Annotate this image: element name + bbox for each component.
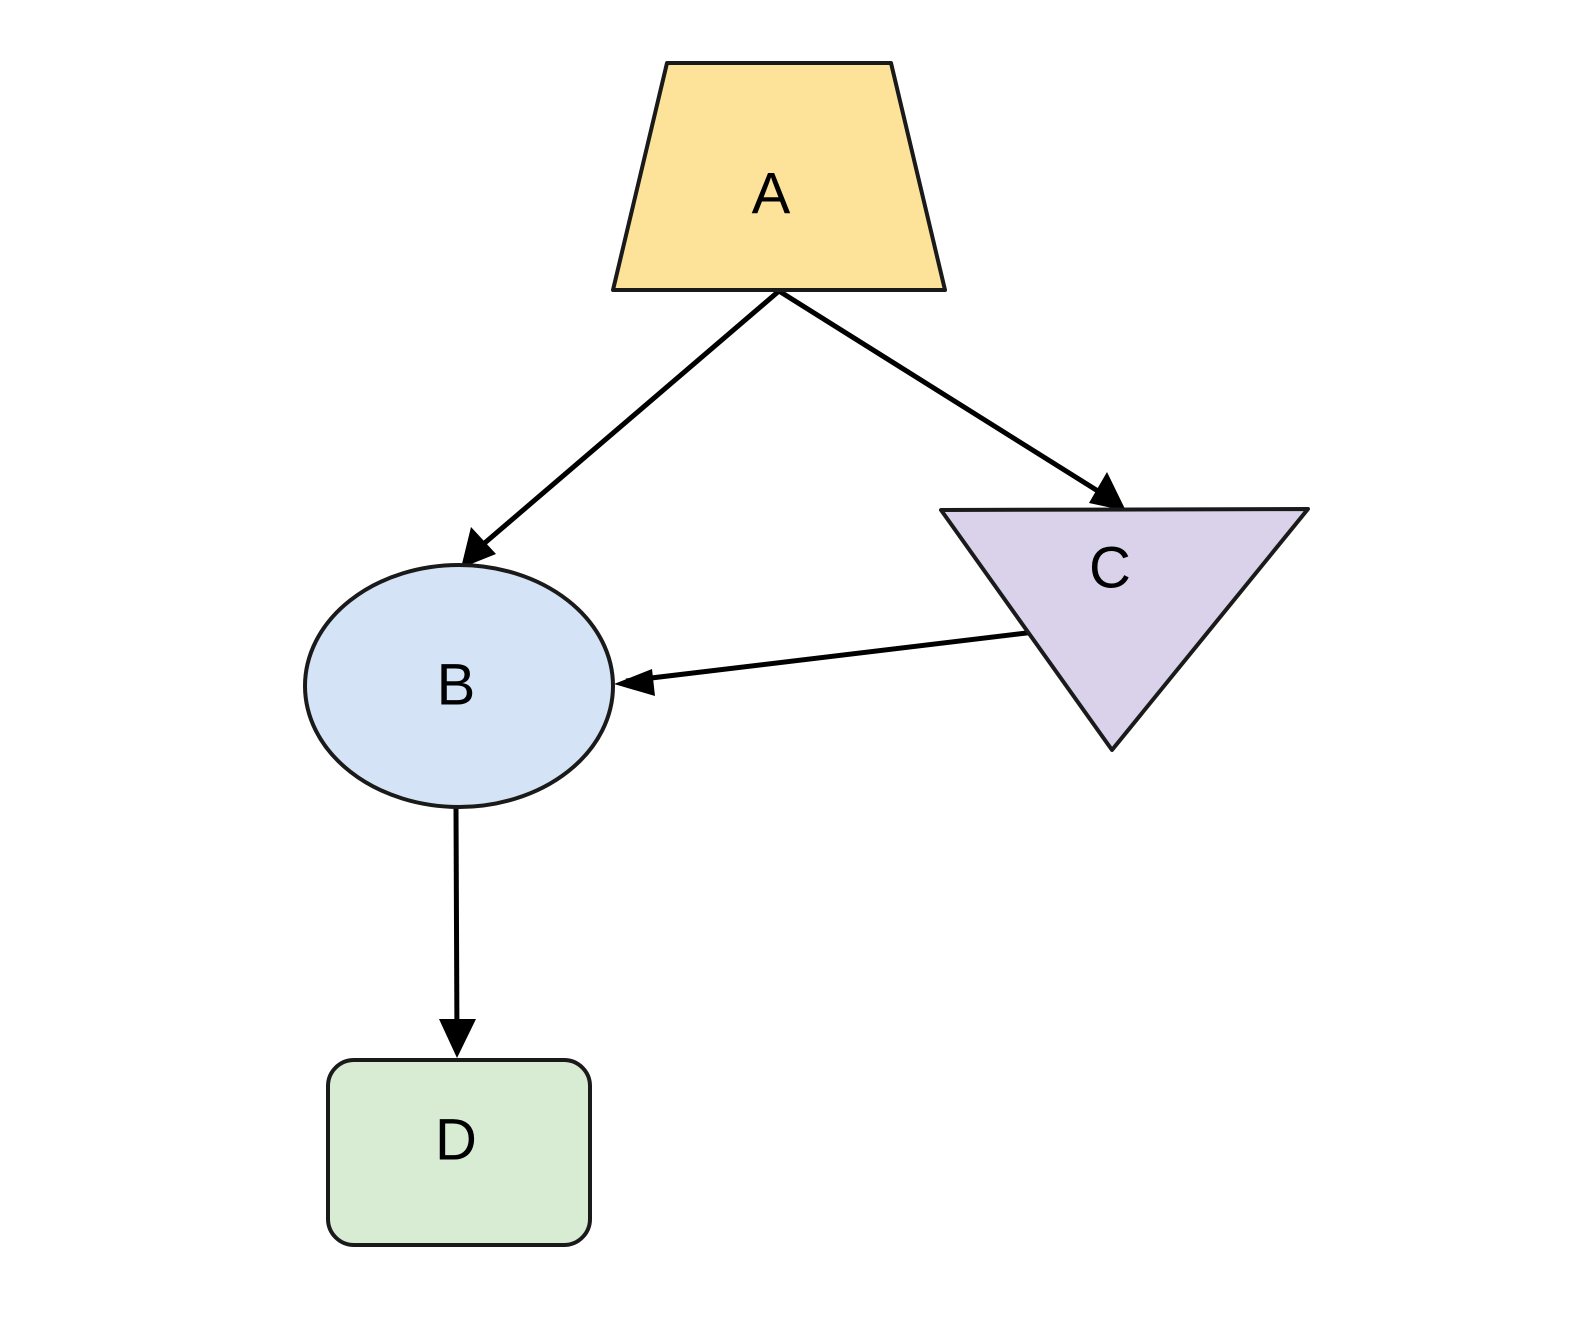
node-c[interactable]: C — [939, 507, 1310, 752]
arrowhead-icon — [614, 669, 655, 696]
node-shape-rounded-rectangle — [326, 1058, 592, 1247]
edge-line — [777, 288, 1119, 506]
edge-line — [625, 629, 1036, 684]
node-d[interactable]: D — [326, 1058, 592, 1247]
edge-line — [453, 807, 460, 1047]
arrowhead-icon — [461, 527, 496, 568]
edge-line — [464, 289, 781, 561]
node-b[interactable]: B — [303, 563, 615, 809]
arrowhead-icon — [1089, 472, 1126, 511]
nodes-layer: A B C D — [303, 61, 1310, 1247]
edges-layer — [439, 288, 1126, 1058]
edge-a-to-c[interactable] — [777, 288, 1126, 511]
node-shape-ellipse — [303, 563, 615, 809]
node-shape-trapezoid — [611, 61, 947, 292]
edge-a-to-b[interactable] — [461, 289, 781, 568]
edge-c-to-b[interactable] — [614, 629, 1036, 696]
node-a[interactable]: A — [611, 61, 947, 292]
edge-b-to-d[interactable] — [439, 807, 476, 1058]
arrowhead-icon — [439, 1019, 476, 1058]
node-shape-triangle-down — [939, 507, 1310, 752]
